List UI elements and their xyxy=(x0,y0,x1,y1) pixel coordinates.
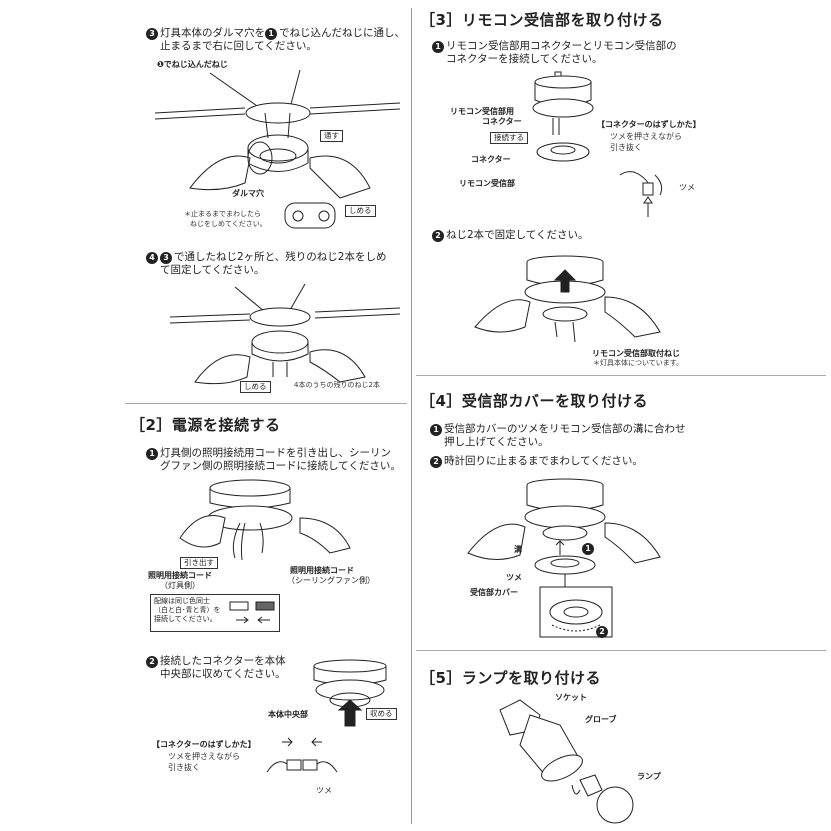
label-claw: ツメ xyxy=(679,183,695,192)
step-number: 2 xyxy=(146,656,158,668)
label-cord-fan-side: （シーリングファン側） xyxy=(287,576,375,585)
section-divider-left xyxy=(125,403,407,404)
box-title-release: 【コネクターのはずしかた】 xyxy=(152,740,256,749)
step-number: 1 xyxy=(146,448,158,460)
box-line-2: 引き抜く xyxy=(610,143,642,152)
tag-tighten: しめる xyxy=(240,381,271,393)
label-cord-lamp-side: （灯具側） xyxy=(160,581,200,590)
section-divider-right-2 xyxy=(416,650,826,651)
step-ref-number: 1 xyxy=(265,28,277,40)
label-cover: 受信部カバー xyxy=(470,588,518,597)
label-remaining-screws: 4本のうちの残りのねじ2本 xyxy=(294,381,380,389)
step-number: 4 xyxy=(146,252,158,264)
sec3-step2-illustration xyxy=(465,252,665,352)
tag-tighten: しめる xyxy=(345,205,376,217)
label-keyhole: ダルマ穴 xyxy=(232,189,264,198)
tag-pass: 通す xyxy=(320,130,343,142)
step4-illustration xyxy=(165,282,405,392)
tag-store: 収める xyxy=(366,708,397,720)
step-number: 3 xyxy=(146,28,158,40)
tag-pull: 引き出す xyxy=(180,557,218,569)
box-line-2: 引き抜く xyxy=(168,763,200,772)
step-number: 1 xyxy=(432,41,444,53)
step-ref-number: 3 xyxy=(160,252,172,264)
label-globe: グローブ xyxy=(585,715,617,724)
section2-title: ［2］電源を接続する xyxy=(130,416,281,434)
label-lamp: ランプ xyxy=(637,772,661,781)
section3-title: ［3］リモコン受信部を取り付ける xyxy=(420,11,664,29)
label-groove: 溝 xyxy=(514,545,522,554)
connector-release-hand-illustration xyxy=(615,155,675,217)
label-claw: ツメ xyxy=(506,573,522,582)
label-center-body: 本体中央部 xyxy=(268,710,308,719)
sec2-step2-illustration xyxy=(305,658,400,728)
connector-release-illustration xyxy=(262,732,342,792)
wiring-note-box: 配線は同じ色同士 （白と白･青と青）を 接続してください。 xyxy=(150,594,280,632)
sec3-step1-illustration xyxy=(525,70,605,180)
label-receiver-connector-2: コネクター xyxy=(482,117,522,126)
step-number: 1 xyxy=(430,424,442,436)
label-receiver: リモコン受信部 xyxy=(459,179,515,188)
sec5-illustration xyxy=(490,690,650,825)
box-line-1: ツメを押さえながら xyxy=(168,752,240,761)
label-screw: ❶でねじ込んだねじ xyxy=(157,60,228,69)
step-number: 2 xyxy=(432,230,444,242)
label-receiver-screw: リモコン受信部取付ねじ xyxy=(592,349,680,358)
marker-1: 1 xyxy=(582,543,594,555)
section-divider-right-1 xyxy=(416,375,826,376)
note-tighten: ねじをしめてください。 xyxy=(190,220,267,228)
step-number: 2 xyxy=(430,456,442,468)
label-receiver-connector: リモコン受信部用 xyxy=(450,107,514,116)
label-claw: ツメ xyxy=(316,786,332,795)
box-line-1: ツメを押さえながら xyxy=(610,132,682,141)
step3-illustration xyxy=(150,68,410,233)
sec2-step1-illustration xyxy=(170,478,370,568)
column-divider xyxy=(411,8,412,824)
label-connector: コネクター xyxy=(471,155,511,164)
label-socket: ソケット xyxy=(555,693,587,702)
section4-title: ［4］受信部カバーを取り付ける xyxy=(420,392,648,410)
label-cord-lamp: 照明用接続コード xyxy=(148,571,212,580)
sec4-illustration xyxy=(460,475,670,640)
label-cord-fan: 照明用接続コード xyxy=(290,566,354,575)
wiring-connector-icon xyxy=(226,598,278,628)
marker-2: 2 xyxy=(596,626,608,638)
tag-connect: 接続する xyxy=(490,132,528,144)
note-stop: ＊止まるまでまわしたら xyxy=(184,210,261,218)
note-screw-attached: ＊灯具本体についています。 xyxy=(593,359,684,367)
box-title-release: 【コネクターのはずしかた】 xyxy=(597,120,701,129)
section5-title: ［5］ランプを取り付ける xyxy=(420,669,601,687)
